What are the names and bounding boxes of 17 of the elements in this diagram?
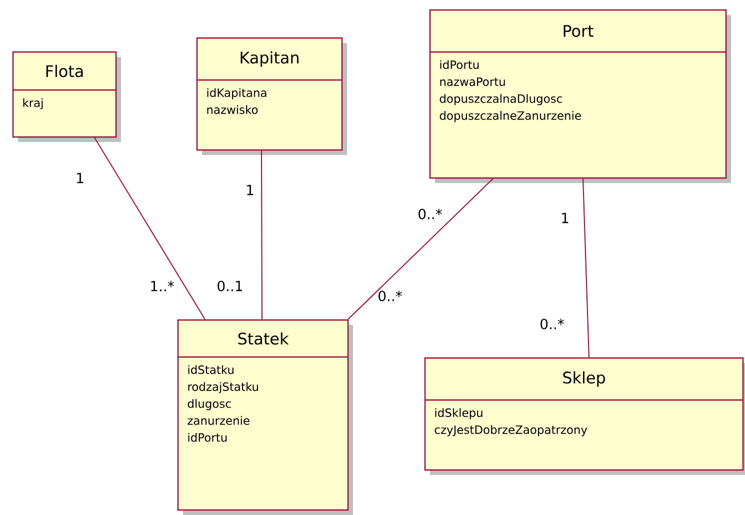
multiplicity-label: 0..* (540, 318, 564, 330)
association-line (348, 178, 494, 320)
association-line (94, 137, 206, 320)
multiplicity-label: 0..1 (218, 280, 242, 292)
multiplicity-label: 1..* (151, 280, 174, 292)
class-box: Flota kraj (12, 51, 121, 142)
class-box: Port idPortu nazwaPortu dopuszczalnaDlugosc dopuszczalneZanurzenie (429, 9, 731, 183)
association-line (261, 150, 262, 320)
class-box: Statek idStatku rodzajStatku dlugosc zanurzenie idPortu (177, 319, 353, 515)
multiplicity-label: 0..* (378, 290, 402, 302)
association-line (582, 178, 590, 358)
multiplicity-label: 1 (247, 184, 254, 196)
multiplicity-label: 1 (562, 212, 568, 224)
class-box: Sklep idSklepu czyJestDobrzeZaopatrzony (424, 357, 745, 475)
multiplicity-label: 1 (77, 172, 84, 184)
multiplicity-label: 0..* (418, 208, 442, 220)
class-box: Kapitan idKapitana nazwisko (196, 37, 347, 155)
